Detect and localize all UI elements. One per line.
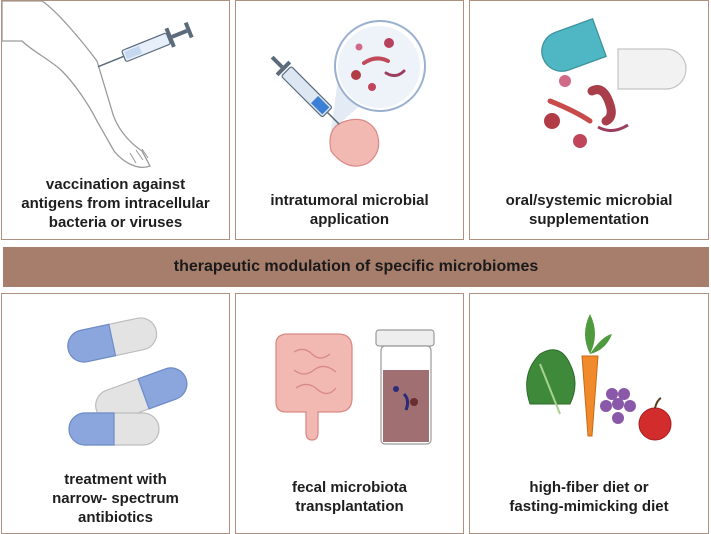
panel-fecal-transplant: fecal microbiota transplantation xyxy=(235,293,464,534)
panel-label: vaccination against antigens from intrac… xyxy=(21,176,210,231)
panel-label: intratumoral microbial application xyxy=(270,192,429,228)
syringe-tumor-icon xyxy=(270,20,426,167)
banner-title: therapeutic modulation of specific micro… xyxy=(173,258,539,275)
panel-label: high-fiber diet or fasting-mimicking die… xyxy=(509,479,669,515)
panel-label: treatment with narrow- spectrum antibiot… xyxy=(52,471,179,526)
arm-syringe-icon xyxy=(2,1,194,168)
capsule-microbes-icon xyxy=(541,18,687,148)
panel-antibiotics: treatment with narrow- spectrum antibiot… xyxy=(1,293,230,534)
vegetables-icon xyxy=(526,314,672,441)
banner: therapeutic modulation of specific micro… xyxy=(3,247,709,287)
panel-diet: high-fiber diet or fasting-mimicking die… xyxy=(469,293,709,534)
panel-vaccination: vaccination against antigens from intrac… xyxy=(1,0,230,240)
panel-intratumoral: intratumoral microbial application xyxy=(235,0,464,240)
panel-label: oral/systemic microbial supplementation xyxy=(505,192,673,228)
pills-icon xyxy=(67,317,188,446)
panel-oral-systemic: oral/systemic microbial supplementation xyxy=(469,0,709,240)
intestine-jar-icon xyxy=(275,329,435,445)
panel-label: fecal microbiota transplantation xyxy=(291,479,408,515)
